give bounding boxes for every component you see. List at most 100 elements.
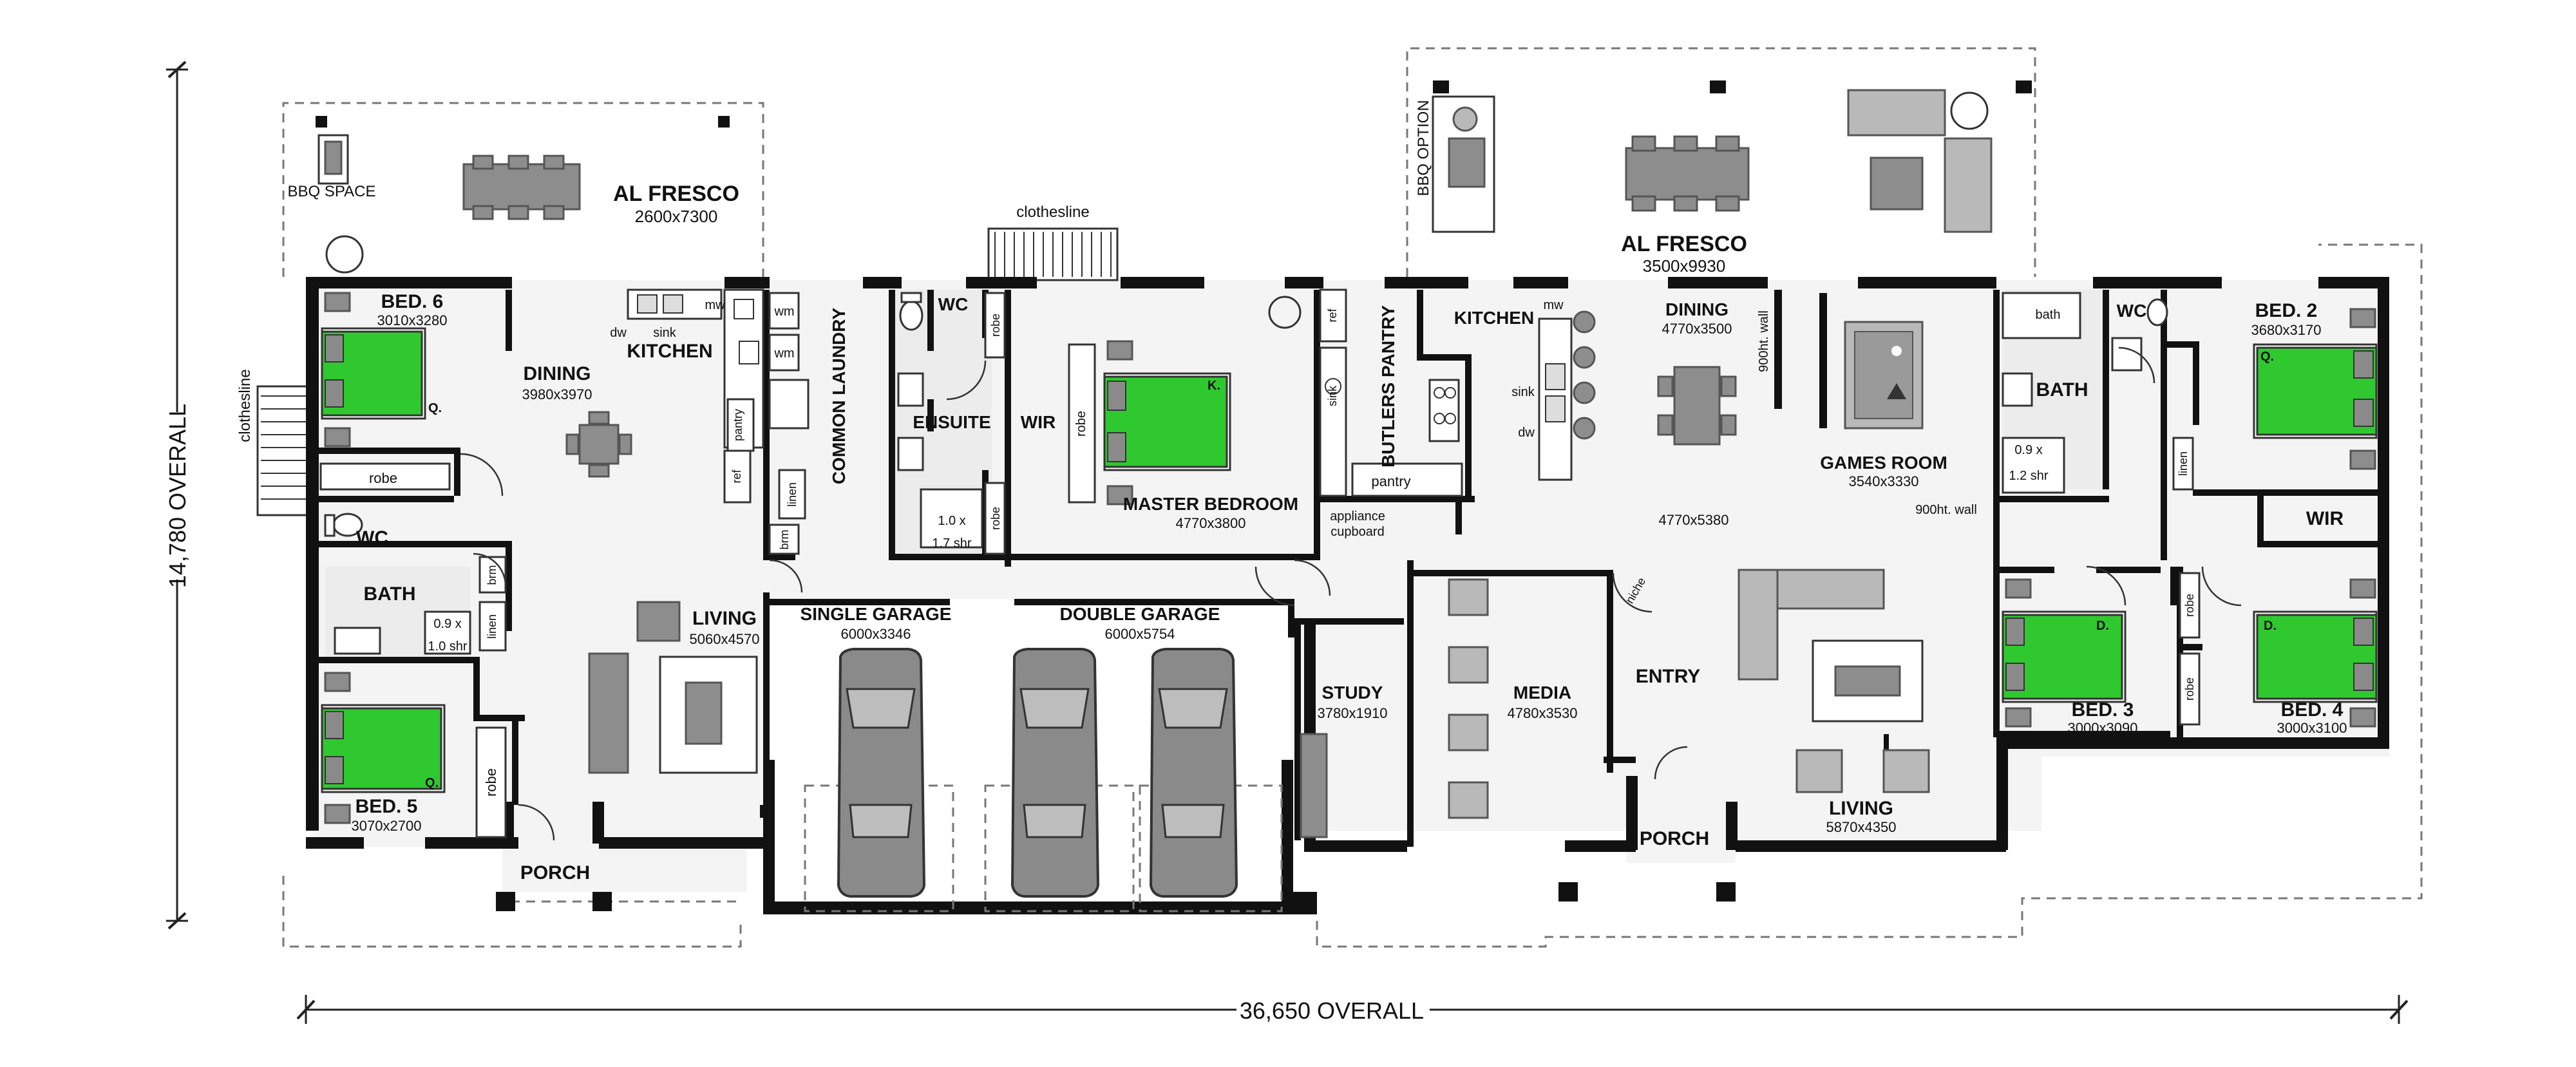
overall-depth-dimension: 14,780 OVERALL xyxy=(164,61,191,930)
wir-right-name: WIR xyxy=(2306,508,2344,529)
dining-right-size: 4770x3500 xyxy=(1662,321,1732,337)
games-room-size: 3540x3330 xyxy=(1849,473,1919,489)
kitchen-left-dw: dw xyxy=(610,326,627,340)
single-garage-name: SINGLE GARAGE xyxy=(800,604,952,624)
bath-right-name: BATH xyxy=(2036,379,2088,401)
alfresco-left: AL FRESCO 2600x7300 BBQ SPACE xyxy=(288,116,739,274)
porch-left-name: PORCH xyxy=(520,862,590,883)
overall-width-label: 36,650 OVERALL xyxy=(1240,997,1424,1024)
butlers-pantry-label: pantry xyxy=(1371,473,1410,489)
bed5-q-label: Q. xyxy=(425,776,439,790)
appliance-label: appliance xyxy=(1330,509,1385,524)
media-size: 4780x3530 xyxy=(1508,705,1578,721)
bed2-size: 3680x3170 xyxy=(2251,322,2322,338)
bed4-size: 3000x3100 xyxy=(2277,720,2347,736)
study-size: 3780x1910 xyxy=(1318,705,1388,721)
dining-left-name: DINING xyxy=(524,363,591,384)
bed4-room: D. BED. 4 3000x3100 xyxy=(2253,578,2378,736)
double-garage-size: 6000x5754 xyxy=(1105,626,1175,642)
master-bedroom-size: 4770x3800 xyxy=(1176,515,1246,531)
master-k-label: K. xyxy=(1208,379,1220,393)
media-name: MEDIA xyxy=(1513,683,1571,703)
alfresco-right: AL FRESCO 3500x9930 BBQ OPTION xyxy=(1415,80,2032,276)
master-robe-label: robe xyxy=(1074,411,1088,437)
double-garage-name: DOUBLE GARAGE xyxy=(1060,604,1220,624)
ensuite-robe-a: robe xyxy=(989,314,1002,337)
living-left-room: LIVING 5060x4570 xyxy=(588,601,759,774)
bbq-space-label: BBQ SPACE xyxy=(288,183,376,200)
clothesline-left: clothesline xyxy=(236,369,310,516)
laundry-brm-label: brm xyxy=(778,530,791,550)
kitchen-left-sink: sink xyxy=(653,326,677,340)
bed6-room: robe Q. BED. 6 3010x3280 xyxy=(319,291,451,491)
entry-name: ENTRY xyxy=(1636,666,1701,687)
floor-areas xyxy=(312,280,2389,914)
single-garage-size: 6000x3346 xyxy=(841,626,911,642)
ensuite-name: ENSUITE xyxy=(913,412,990,432)
porch-right-name: PORCH xyxy=(1640,828,1709,849)
kitchen-left-name: KITCHEN xyxy=(627,341,712,362)
bath-left-shr-a: 0.9 x xyxy=(433,617,461,631)
bath-right-shr-a: 0.9 x xyxy=(2014,443,2042,457)
door-swings xyxy=(460,346,2242,841)
single-garage-room: SINGLE GARAGE 6000x3346 xyxy=(800,604,954,912)
living-left-name: LIVING xyxy=(692,608,757,629)
kitchen-left-ref: ref xyxy=(730,469,743,484)
living-right-name: LIVING xyxy=(1829,798,1893,819)
butlers-pantry-name: BUTLERS PANTRY xyxy=(1378,305,1398,467)
ensuite-shr-b: 1.7 shr xyxy=(932,536,971,551)
overall-width-dimension: 36,650 OVERALL xyxy=(296,995,2409,1024)
bath-right-room: bath BATH 0.9 x 1.2 shr WC linen xyxy=(2002,292,2194,494)
bed5-size: 3070x2700 xyxy=(352,818,422,834)
kitchen-right-sink: sink xyxy=(1511,385,1535,399)
wall-900-a: 900ht. wall xyxy=(1757,310,1771,372)
laundry-linen-label: linen xyxy=(786,482,799,507)
bed6-name: BED. 6 xyxy=(381,291,444,312)
double-garage-room: DOUBLE GARAGE 6000x5754 xyxy=(984,604,1283,912)
bath-left-name: BATH xyxy=(363,583,415,605)
bath-left-shr-b: 1.0 shr xyxy=(428,639,467,654)
wc-right-name: WC xyxy=(2117,301,2147,321)
games-room: GAMES ROOM 3540x3330 900ht. wall xyxy=(1819,293,1977,517)
master-bedroom-name: MASTER BEDROOM xyxy=(1123,494,1298,514)
bed3-size: 3000x3090 xyxy=(2068,720,2138,736)
bed6-q-label: Q. xyxy=(428,401,442,415)
kitchen-right-mw: mw xyxy=(1543,298,1564,312)
bed3-name: BED. 3 xyxy=(2072,699,2134,721)
bed2-name: BED. 2 xyxy=(2255,300,2318,321)
living-right-size: 5870x4350 xyxy=(1826,819,1897,835)
kitchen-right-name: KITCHEN xyxy=(1454,308,1534,328)
dining-right-room: DINING 4770x3500 900ht. wall 4770x5380 xyxy=(1657,290,1782,528)
bed3-room: D. robe robe BED. 3 3000x3090 xyxy=(2002,572,2201,736)
laundry-wm-b: wm xyxy=(773,346,794,361)
alfresco-left-name: AL FRESCO xyxy=(613,182,739,206)
clothesline-mid: clothesline xyxy=(987,203,1119,281)
ensuite-robe-b: robe xyxy=(989,507,1002,530)
overall-depth-label: 14,780 OVERALL xyxy=(164,404,191,588)
clothesline-left-label: clothesline xyxy=(236,369,254,442)
kitchen-right-dw: dw xyxy=(1518,426,1535,440)
bed2-room: BED. 2 3680x3170 Q. WIR xyxy=(2251,300,2378,529)
bath-right-linen: linen xyxy=(2177,451,2190,476)
alfresco-left-size: 2600x7300 xyxy=(635,207,718,226)
common-laundry-name: COMMON LAUNDRY xyxy=(829,308,849,485)
bed5-name: BED. 5 xyxy=(355,796,418,817)
bed5-room: robe Q. BED. 5 3070x2700 xyxy=(321,672,507,838)
bbq-option-label: BBQ OPTION xyxy=(1415,100,1432,196)
bath-left-room: BATH 0.9 x 1.0 shr brm linen xyxy=(334,556,507,655)
butlers-pantry-room: ref sink pantry BUTLERS PANTRY appliance… xyxy=(1319,288,1463,539)
bed5-robe-label: robe xyxy=(483,768,499,797)
wall-900-b: 900ht. wall xyxy=(1915,503,1977,517)
bath-right-tub: bath xyxy=(2036,308,2061,322)
living-right-room: LIVING 5870x4350 xyxy=(1738,569,1930,835)
wc-ensuite-name: WC xyxy=(938,294,969,314)
dining-right-name: DINING xyxy=(1665,299,1728,319)
hall-size: 4770x5380 xyxy=(1659,512,1729,528)
study-name: STUDY xyxy=(1322,683,1383,703)
wir-master-name: WIR xyxy=(1021,412,1056,432)
study-room: STUDY 3780x1910 xyxy=(1300,683,1388,838)
master-bedroom-room: robe K. MASTER BEDROOM 4770x3800 xyxy=(1068,296,1302,531)
ensuite-shr-a: 1.0 x xyxy=(938,514,965,528)
kitchen-right-room: KITCHEN mw sink dw xyxy=(1454,298,1596,481)
